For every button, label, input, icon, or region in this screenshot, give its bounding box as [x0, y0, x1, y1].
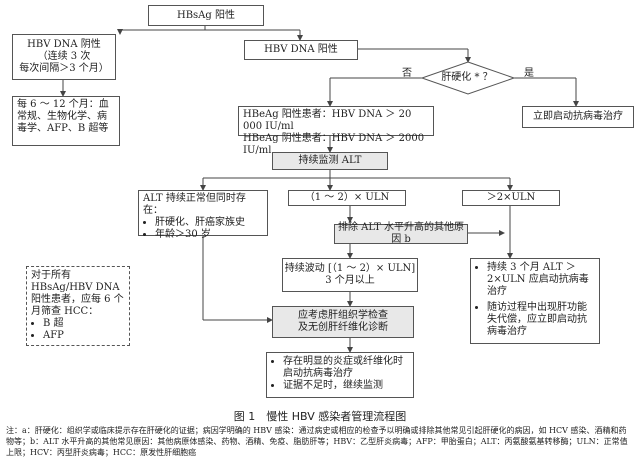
followup-text: 每 6 ～ 12 个月：血常规、生物化学、病毒学、AFP、B 超等	[17, 99, 109, 134]
figure-caption: 图 1 慢性 HBV 感染者管理流程图	[233, 410, 407, 423]
final-decision-item: 证据不足时，继续监测	[283, 380, 409, 392]
dna-positive-box: HBV DNA 阳性	[244, 40, 358, 60]
alt-normal-box: ALT 持续正常但同时存在： 肝硬化、肝癌家族史 年龄＞30 岁	[138, 190, 268, 240]
hcc-screening-item: AFP	[43, 330, 125, 342]
dna-positive-label: HBV DNA 阳性	[264, 44, 338, 55]
hcc-screening-box: 对于所有 HBsAg/HBV DNA 阳性患者，应每 6 个月筛查 HCC： B…	[26, 266, 130, 346]
uln-1-2-box: （1 ～ 2）× ULN	[288, 190, 406, 206]
fluctuation-line1: 持续波动 [（1 ～ 2）× ULN]	[284, 263, 416, 274]
alt-normal-item: 年龄＞30 岁	[155, 229, 263, 241]
final-decision-box: 存在明显的炎症或纤维化时启动抗病毒治疗 证据不足时，继续监测	[266, 352, 414, 398]
cirrhosis-diamond	[420, 61, 516, 95]
dna-negative-box: HBV DNA 阴性 （连续 3 次 每次间隔＞3 个月）	[12, 34, 116, 80]
exclude-causes-text: 排除 ALT 水平升高的其他原因 b	[337, 222, 465, 245]
hbsag-label: HBsAg 阳性	[176, 9, 235, 21]
followup-box: 每 6 ～ 12 个月：血常规、生物化学、病毒学、AFP、B 超等	[12, 96, 120, 146]
yes-label: 是	[524, 68, 534, 79]
alt-normal-item: 肝硬化、肝癌家族史	[155, 217, 263, 229]
hcc-screening-title: 对于所有 HBsAg/HBV DNA 阳性患者，应每 6 个月筛查 HCC：	[31, 270, 124, 317]
monitor-alt-text: 持续监测 ALT	[298, 155, 362, 166]
monitor-alt-box: 持续监测 ALT	[272, 152, 388, 170]
biopsy-line1: 应考虑肝组织学检查	[298, 310, 388, 321]
dna-negative-line3: 每次间隔＞3 个月）	[19, 63, 109, 74]
fluctuation-line2: 3 个月以上	[325, 275, 375, 286]
hbeag-positive-threshold: HBeAg 阳性患者：HBV DNA ＞ 20 000 IU/ml	[243, 109, 412, 132]
uln-1-2-text: （1 ～ 2）× ULN	[304, 192, 390, 203]
final-decision-item: 存在明显的炎症或纤维化时启动抗病毒治疗	[283, 356, 409, 380]
hbsag-positive-box: HBsAg 阳性	[148, 5, 264, 26]
dna-negative-line2: （连续 3 次	[37, 51, 91, 62]
figure-note: 注：a：肝硬化：组织学或临床提示存在肝硬化的证据；病因学明确的 HBV 感染：通…	[6, 426, 628, 457]
hcc-screening-item: B 超	[43, 318, 125, 330]
biopsy-box: 应考虑肝组织学检查 及无创肝纤维化诊断	[272, 306, 414, 338]
biopsy-line2: 及无创肝纤维化诊断	[298, 322, 388, 333]
hbeag-threshold-box: HBeAg 阳性患者：HBV DNA ＞ 20 000 IU/ml HBeAg …	[238, 106, 434, 156]
fluctuation-box: 持续波动 [（1 ～ 2）× ULN] 3 个月以上	[282, 258, 418, 292]
hbeag-negative-threshold: HBeAg 阴性患者：HBV DNA ＞ 2000 IU/ml	[243, 133, 425, 156]
uln-gt2-text: ＞2×ULN	[486, 192, 536, 203]
alt-normal-title: ALT 持续正常但同时存在：	[143, 193, 246, 216]
right-actions-box: 持续 3 个月 ALT ＞ 2×ULN 应启动抗病毒治疗 随访过程中出现肝功能失…	[470, 258, 600, 344]
no-label: 否	[402, 68, 412, 79]
start-antiviral-box: 立即启动抗病毒治疗	[522, 106, 634, 128]
right-action-item: 持续 3 个月 ALT ＞ 2×ULN 应启动抗病毒治疗	[487, 262, 595, 298]
uln-gt2-box: ＞2×ULN	[462, 190, 560, 206]
dna-negative-title: HBV DNA 阴性	[27, 39, 101, 50]
right-action-item: 随访过程中出现肝功能失代偿，应立即启动抗病毒治疗	[487, 302, 595, 338]
start-antiviral-text: 立即启动抗病毒治疗	[533, 111, 623, 122]
cirrhosis-question: 肝硬化 * ？	[441, 72, 493, 83]
exclude-causes-box: 排除 ALT 水平升高的其他原因 b	[334, 222, 468, 245]
